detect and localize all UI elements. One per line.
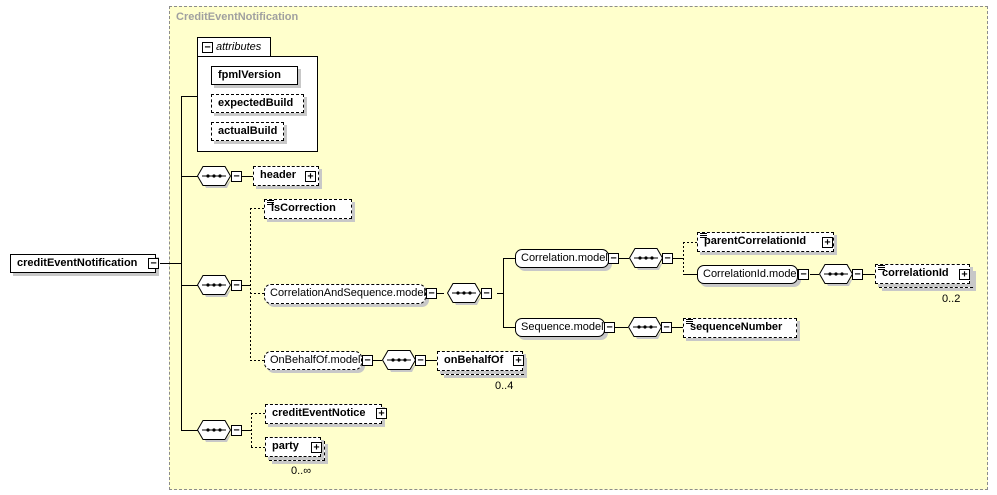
element-party[interactable]: party	[265, 437, 321, 457]
sequence-icon	[446, 283, 482, 305]
sequence-collapse-icon[interactable]: −	[231, 171, 242, 182]
group-collapse-icon[interactable]: −	[608, 253, 619, 264]
header-expand-icon[interactable]: +	[305, 171, 316, 182]
element-sequencenumber[interactable]: sequenceNumber	[683, 318, 797, 338]
sequence-collapse-icon[interactable]: −	[662, 253, 673, 264]
group-collapse-icon[interactable]: −	[798, 269, 809, 280]
sequence-collapse-icon[interactable]: −	[481, 288, 492, 299]
group-collapse-icon[interactable]: −	[604, 322, 615, 333]
documentation-icon	[686, 319, 693, 325]
group-collapse-icon[interactable]: −	[426, 288, 437, 299]
group-correlationid[interactable]: CorrelationId.model	[697, 265, 799, 284]
onbehalfof-expand-icon[interactable]: +	[513, 355, 524, 366]
attributes-collapse-icon[interactable]: −	[202, 42, 213, 53]
complex-type-label: CreditEventNotification	[176, 11, 299, 23]
sequence-collapse-icon[interactable]: −	[661, 322, 672, 333]
sequence-icon	[628, 248, 664, 270]
sequence-compositor-body[interactable]	[196, 275, 232, 297]
party-expand-icon[interactable]: +	[311, 442, 322, 453]
group-correlationandsequence[interactable]: CorrelationAndSequence.model	[264, 284, 426, 304]
sequence-compositor-header[interactable]	[196, 166, 232, 188]
attributes-tab	[197, 37, 271, 57]
sequence-collapse-icon[interactable]: −	[415, 355, 426, 366]
cardinality-onbehalfof: 0..4	[495, 380, 514, 392]
root-collapse-icon[interactable]: −	[148, 258, 159, 269]
group-collapse-icon[interactable]: −	[362, 355, 373, 366]
sequence-compositor-correlationandsequence[interactable]	[446, 283, 482, 305]
element-iscorrection[interactable]: isCorrection	[264, 199, 352, 219]
sequence-icon	[627, 317, 663, 339]
sequence-collapse-icon[interactable]: −	[231, 280, 242, 291]
element-correlationid[interactable]: correlationId	[875, 264, 970, 284]
sequence-icon	[818, 264, 854, 286]
element-header[interactable]: header	[253, 166, 319, 186]
element-crediteventnotice[interactable]: creditEventNotice	[265, 404, 382, 424]
correlationid-expand-icon[interactable]: +	[959, 269, 970, 280]
attributes-label: attributes	[216, 41, 262, 53]
group-onbehalfof[interactable]: OnBehalfOf.model	[264, 351, 362, 370]
group-sequence[interactable]: Sequence.model	[515, 318, 605, 337]
element-onbehalfof[interactable]: onBehalfOf	[437, 351, 523, 371]
parentcorrelationid-expand-icon[interactable]: +	[822, 237, 833, 248]
attribute-fpmlversion[interactable]: fpmlVersion	[211, 66, 298, 85]
sequence-compositor-correlation[interactable]	[628, 248, 664, 270]
sequence-compositor-correlationid[interactable]	[818, 264, 854, 286]
cardinality-party: 0..∞	[291, 465, 312, 477]
sequence-collapse-icon[interactable]: −	[852, 269, 863, 280]
sequence-icon	[196, 166, 232, 188]
sequence-icon	[196, 420, 232, 442]
cardinality-correlationid: 0..2	[942, 293, 961, 305]
root-element[interactable]: creditEventNotification	[10, 254, 156, 273]
documentation-icon	[878, 265, 885, 271]
crediteventnotice-expand-icon[interactable]: +	[376, 408, 387, 419]
element-parentcorrelationid[interactable]: parentCorrelationId	[697, 232, 834, 252]
sequence-collapse-icon[interactable]: −	[231, 425, 242, 436]
sequence-compositor-tail[interactable]	[196, 420, 232, 442]
sequence-icon	[196, 275, 232, 297]
documentation-icon	[700, 233, 707, 239]
documentation-icon	[267, 200, 274, 206]
attribute-actualbuild[interactable]: actualBuild	[211, 122, 284, 141]
sequence-compositor-sequence[interactable]	[627, 317, 663, 339]
sequence-compositor-onbehalfof[interactable]	[381, 350, 417, 372]
attribute-expectedbuild[interactable]: expectedBuild	[211, 94, 304, 113]
group-correlation[interactable]: Correlation.model	[515, 249, 609, 268]
sequence-icon	[381, 350, 417, 372]
